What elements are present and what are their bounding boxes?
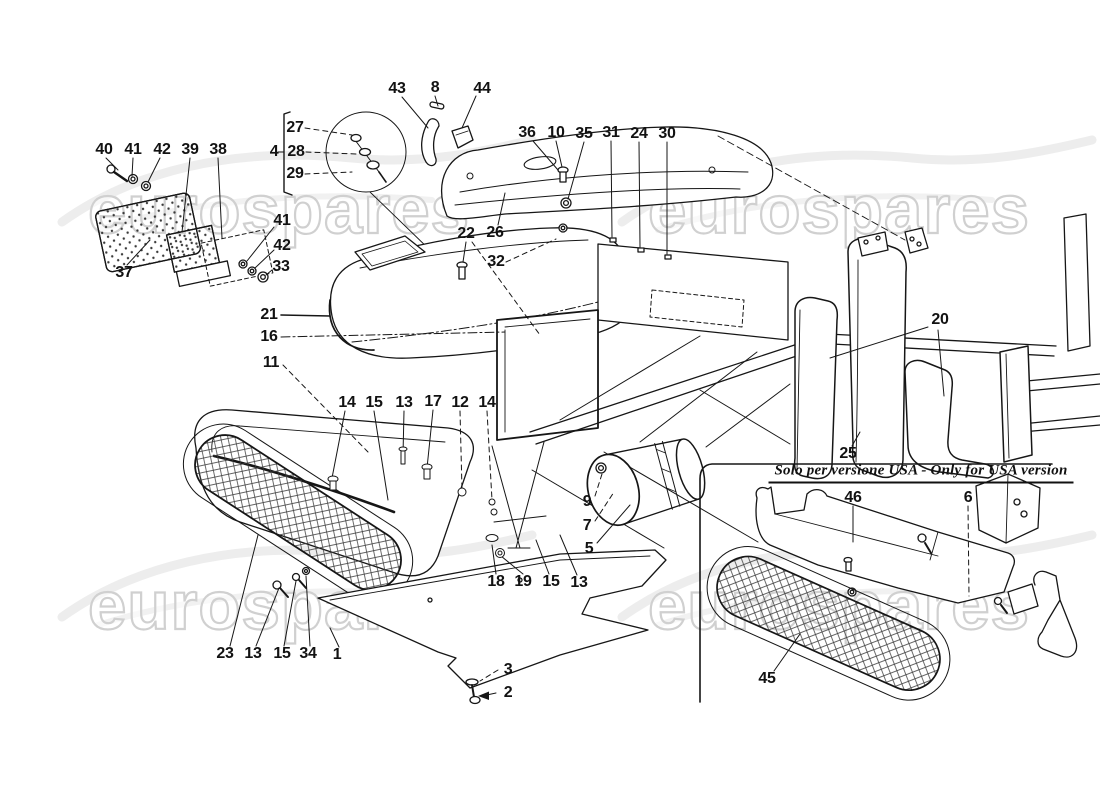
part-label-13: 13 [395,394,413,411]
hook-parts-group [421,101,474,167]
part-label-33: 33 [272,258,290,275]
part-label-45: 45 [758,670,776,687]
part-label-21: 21 [260,306,278,323]
underbody-panel-group [317,549,667,705]
part-label-15: 15 [542,573,560,590]
part-label-22: 22 [457,225,475,242]
part-label-20: 20 [931,311,949,328]
part-label-15: 15 [365,394,383,411]
part-label-11: 11 [262,354,280,371]
part-label-3: 3 [503,661,513,678]
part-label-25: 25 [839,445,857,462]
part-label-19: 19 [514,573,532,590]
part-label-16: 16 [260,328,278,345]
part-label-46: 46 [844,489,862,506]
part-label-41: 41 [273,212,291,229]
part-label-15: 15 [273,645,291,662]
chassis-frame-group [491,135,1100,549]
part-label-7: 7 [582,517,592,534]
part-label-29: 29 [286,165,304,182]
part-label-14: 14 [478,394,496,411]
part-label-18: 18 [487,573,505,590]
part-label-10: 10 [547,124,565,141]
part-label-12: 12 [451,394,469,411]
part-label-2: 2 [503,684,513,701]
part-label-13: 13 [570,574,588,591]
part-label-31: 31 [602,124,620,141]
part-label-38: 38 [209,141,227,158]
detail-circle-group [325,111,433,253]
part-label-24: 24 [630,125,648,142]
part-label-1: 1 [332,646,342,663]
part-label-14: 14 [338,394,356,411]
part-label-43: 43 [388,80,406,97]
part-label-44: 44 [473,80,491,97]
part-label-27: 27 [286,119,304,136]
part-label-35: 35 [575,125,593,142]
part-label-39: 39 [181,141,199,158]
part-label-5: 5 [584,540,594,557]
part-label-26: 26 [486,224,504,241]
leader-lines [105,95,970,700]
part-label-40: 40 [95,141,113,158]
part-label-30: 30 [658,125,676,142]
part-label-23: 23 [216,645,234,662]
part-label-4: 4 [269,143,279,160]
part-label-28: 28 [287,143,305,160]
side-panels-group [793,231,1033,480]
part-label-41: 41 [124,141,142,158]
usa-section-group [699,463,1078,703]
part-label-42: 42 [273,237,291,254]
usa-version-caption: Solo per versione USA - Only for USA ver… [768,463,1074,484]
part-label-8: 8 [430,79,440,96]
part-label-13: 13 [244,645,262,662]
part-label-42: 42 [153,141,171,158]
part-label-6: 6 [963,489,973,506]
part-label-36: 36 [518,124,536,141]
part-label-32: 32 [487,253,505,270]
front-bumper-beam [440,126,774,220]
air-intake-tube-group [586,438,706,527]
part-label-34: 34 [299,645,317,662]
part-label-9: 9 [582,493,592,510]
plates-group [95,164,274,288]
part-label-17: 17 [424,393,442,410]
part-label-37: 37 [115,264,133,281]
